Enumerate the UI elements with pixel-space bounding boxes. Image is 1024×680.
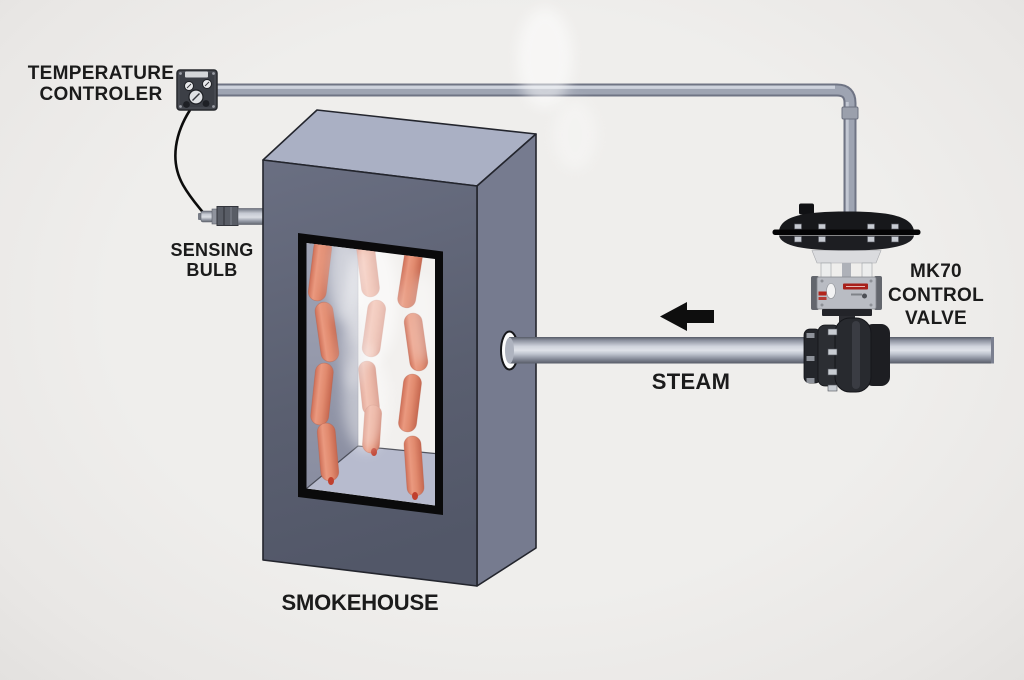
capillary-wire [174, 108, 207, 217]
temperature-controller-label: TEMPERATURE CONTROLER [1, 63, 201, 105]
steam-pipe [505, 337, 994, 364]
sensing-bulb-label-line1: SENSING [170, 240, 254, 260]
temperature-controller-label-line1: TEMPERATURE [27, 63, 175, 84]
steam-label: STEAM [651, 369, 731, 394]
controller-knob-right [202, 100, 210, 107]
sensing-bulb-probe [198, 206, 273, 226]
smokehouse-label: SMOKEHOUSE [281, 590, 439, 615]
sensing-bulb-label-line2: BULB [186, 260, 238, 280]
sensing-bulb-label: SENSING BULB [112, 240, 312, 280]
actuator-bolts [794, 223, 899, 243]
control-valve-label-line1: MK70 [910, 261, 962, 282]
control-valve-label-line3: VALVE [904, 308, 968, 329]
control-valve-label: MK70 CONTROL VALVE [836, 260, 1024, 331]
valve-positioner [811, 250, 882, 324]
temperature-controller-label-line2: CONTROLER [39, 84, 163, 105]
pipe-coupling [841, 106, 859, 120]
valve-body-bolts [827, 328, 838, 392]
controller-label-strip [185, 71, 208, 78]
ambient-smoke [517, 8, 597, 170]
mk70-control-valve [772, 203, 921, 393]
smokehouse-window [298, 233, 443, 515]
valve-flange-bolts [806, 333, 815, 383]
window-floor [306, 446, 435, 506]
sausage-tips [328, 448, 418, 500]
temperature-controller-device [176, 69, 218, 111]
valve-body [803, 317, 890, 393]
smoke-wisps [328, 243, 435, 452]
control-valve-label-line2: CONTROL [887, 284, 985, 306]
valve-actuator [772, 203, 921, 251]
steam-flow-arrow-icon [660, 302, 714, 331]
controller-knob-left [183, 101, 190, 108]
